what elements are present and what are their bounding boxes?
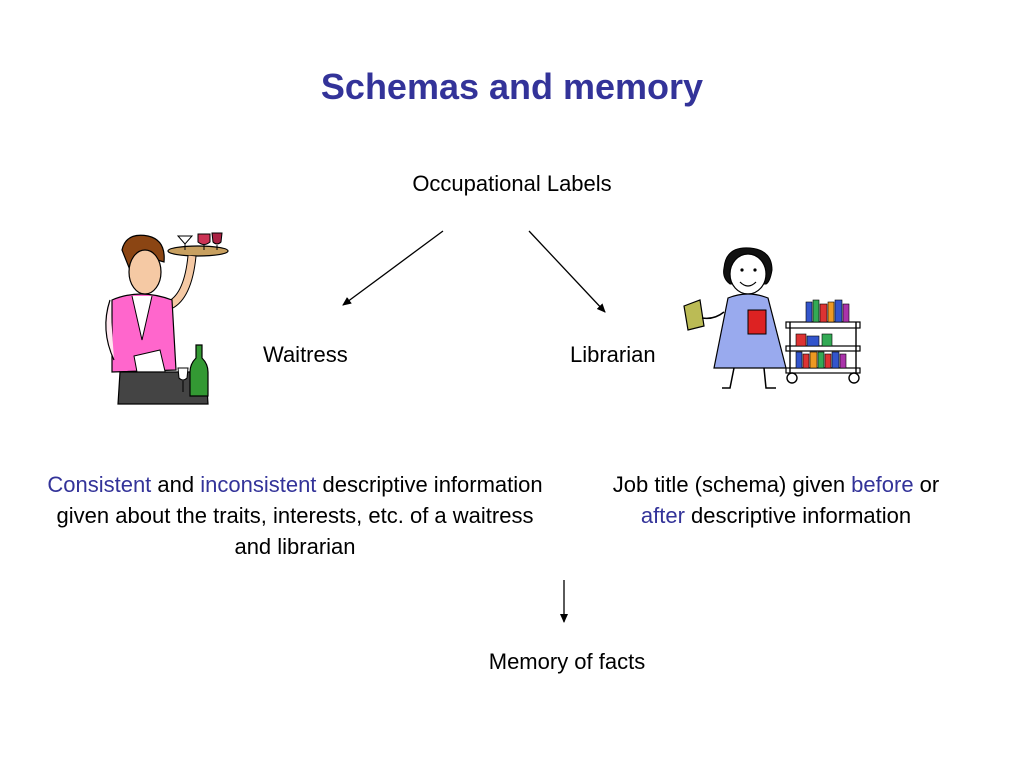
left-description: Consistent and inconsistent descriptive … xyxy=(40,469,550,562)
root-node-label: Occupational Labels xyxy=(412,171,612,196)
memory-of-facts-label: Memory of facts xyxy=(488,649,646,674)
arrow-to-librarian xyxy=(528,230,606,313)
inconsistent-term: inconsistent xyxy=(200,472,317,497)
arrow-to-waitress xyxy=(342,230,444,306)
right-desc-or: or xyxy=(913,472,940,497)
before-term: before xyxy=(851,472,914,497)
left-desc-rest: descriptive information given about the … xyxy=(56,472,543,559)
right-desc-rest: descriptive information xyxy=(684,503,912,528)
librarian-clipart-icon xyxy=(683,247,861,389)
consistent-term: Consistent xyxy=(47,472,152,497)
slide-title: Schemas and memory xyxy=(320,66,704,107)
right-description: Job title (schema) given before or after… xyxy=(566,469,986,531)
waitress-node-label: Waitress xyxy=(263,342,348,367)
left-desc-and: and xyxy=(151,472,201,497)
right-desc-part1: Job title (schema) given xyxy=(612,472,852,497)
after-term: after xyxy=(640,503,685,528)
waitress-clipart-icon xyxy=(105,232,229,405)
librarian-node-label: Librarian xyxy=(570,342,656,367)
